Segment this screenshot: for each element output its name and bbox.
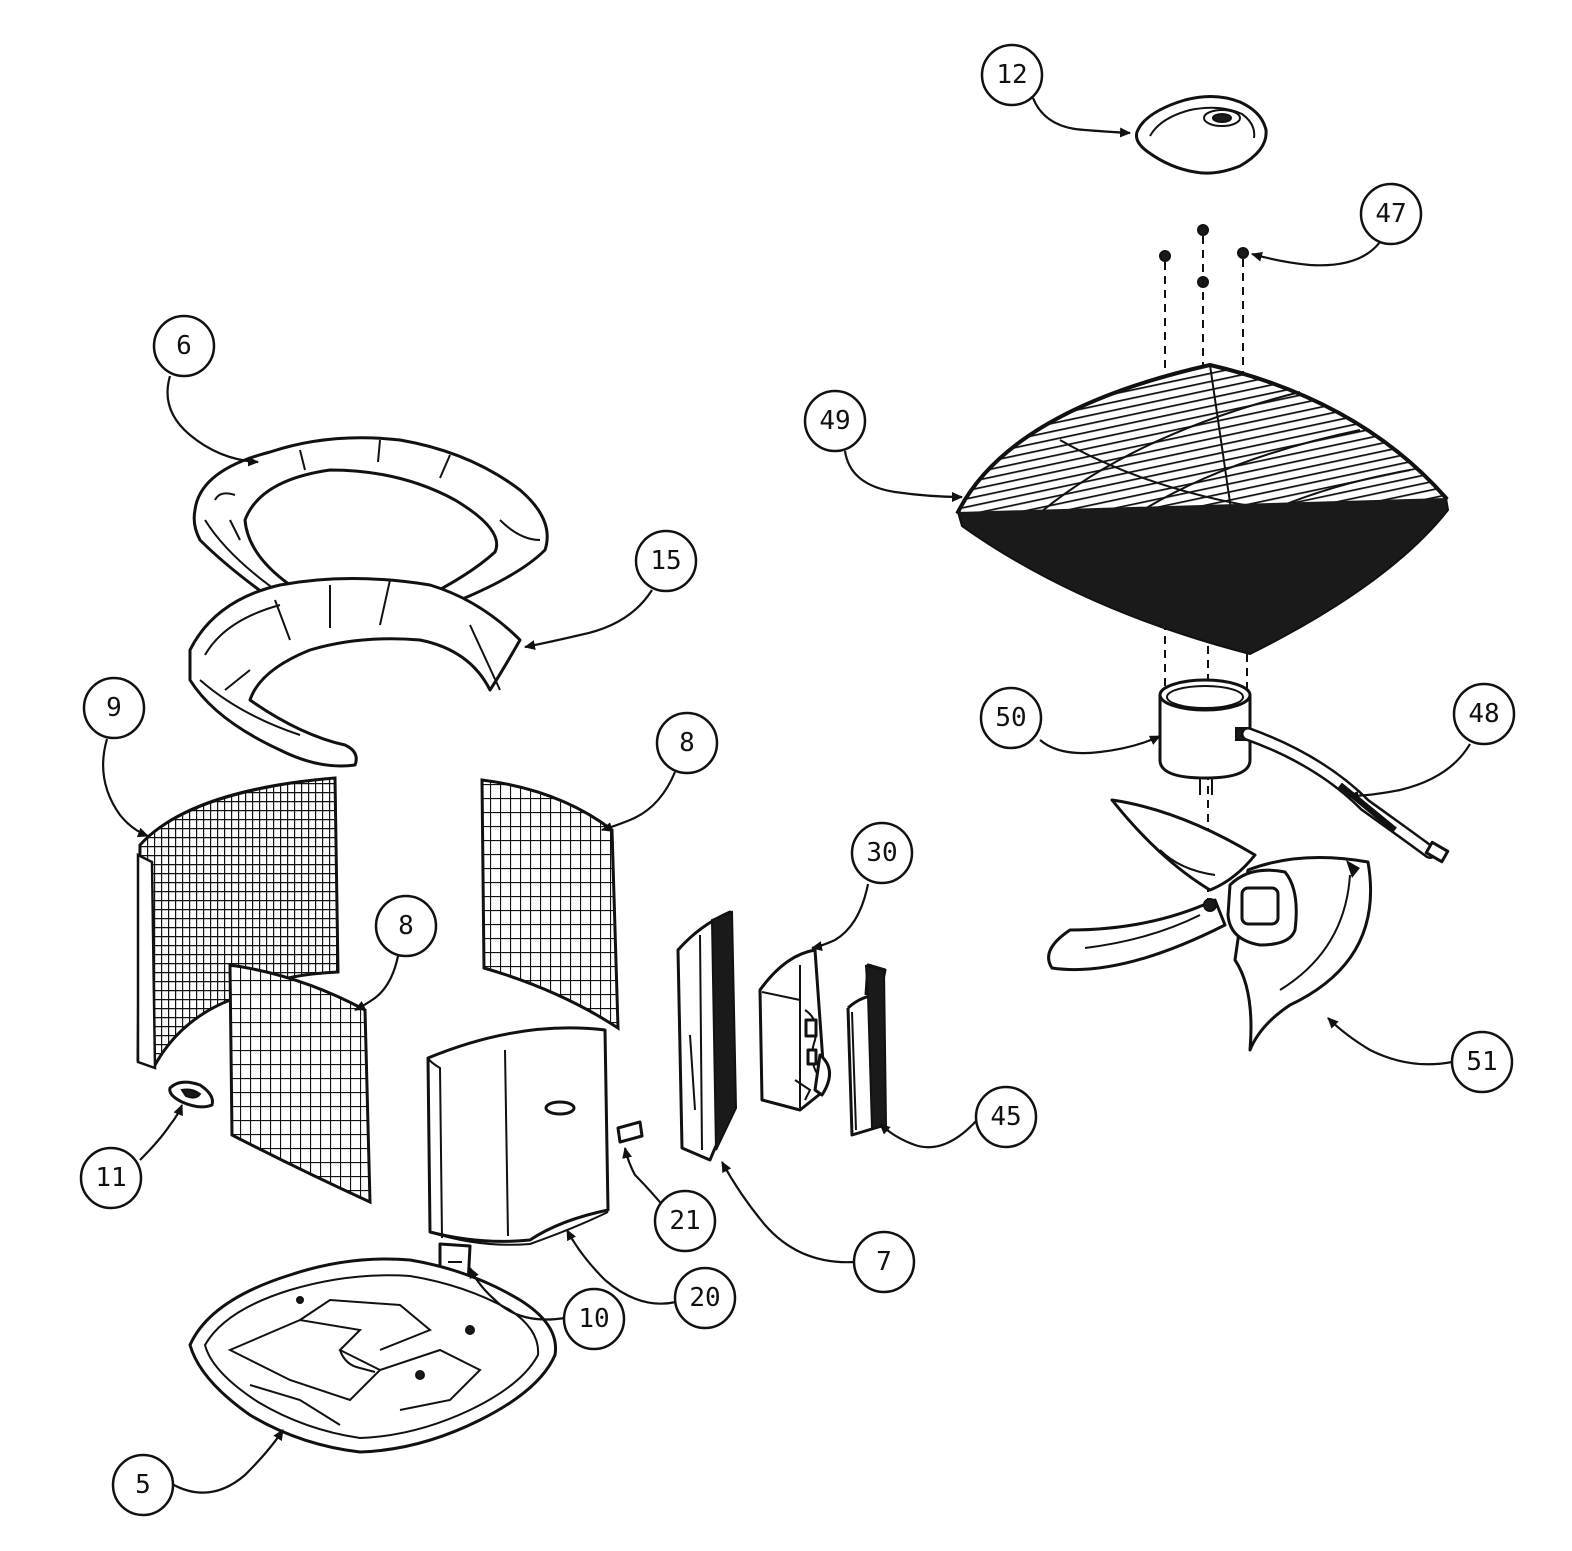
callout-50: 50 [979,686,1043,750]
callout-47: 47 [1359,182,1423,246]
svg-text:5: 5 [135,1470,151,1500]
callout-8-lower: 8 [374,894,438,958]
svg-text:21: 21 [669,1206,700,1236]
callout-10: 10 [562,1287,626,1351]
svg-text:7: 7 [876,1247,892,1277]
callout-7: 7 [852,1230,916,1294]
callout-bubbles: 12 47 6 49 15 9 8 50 48 30 8 51 45 11 21… [79,43,1516,1517]
small-tab-part [616,1120,644,1144]
corner-coil-part [136,776,340,1070]
callout-30: 30 [850,821,914,885]
svg-text:10: 10 [578,1304,609,1334]
control-box-part [758,948,831,1112]
svg-text:20: 20 [689,1283,720,1313]
callout-45: 45 [974,1085,1038,1149]
top-cap-part [1135,95,1268,175]
fan-motor-part [1158,678,1252,795]
coil-guard-panel-lower [228,963,372,1205]
callout-48: 48 [1452,682,1516,746]
callout-49: 49 [803,389,867,453]
coil-guard-panel-upper [480,778,620,1031]
svg-text:45: 45 [990,1102,1021,1132]
base-pan-part [188,1257,558,1454]
leader-lines [102,97,1471,1494]
fan-blade-part [1047,798,1373,1052]
callout-9: 9 [82,676,146,740]
svg-text:8: 8 [398,911,414,941]
svg-text:49: 49 [819,406,850,436]
svg-text:30: 30 [866,838,897,868]
side-access-panel-part [846,963,888,1137]
motor-cable-part [1241,727,1450,864]
small-plate-part [168,1080,214,1109]
orifice-ring-part [188,577,522,768]
callout-11: 11 [79,1146,143,1210]
callout-8-upper: 8 [655,711,719,775]
callout-12: 12 [980,43,1044,107]
svg-text:48: 48 [1468,699,1499,729]
svg-text:11: 11 [95,1163,126,1193]
svg-text:50: 50 [995,703,1026,733]
svg-text:47: 47 [1375,199,1406,229]
callout-15: 15 [634,529,698,593]
callout-5: 5 [111,1453,175,1517]
svg-text:12: 12 [996,60,1027,90]
callout-51: 51 [1450,1030,1514,1094]
corner-post-part [676,910,738,1162]
callout-6: 6 [152,314,216,378]
svg-text:8: 8 [679,728,695,758]
svg-text:51: 51 [1466,1047,1497,1077]
svg-text:9: 9 [106,693,122,723]
fan-grille-part [955,362,1450,656]
service-panel-part [426,1026,610,1246]
callout-21: 21 [653,1189,717,1253]
svg-text:6: 6 [176,331,192,361]
svg-text:15: 15 [650,546,681,576]
callout-20: 20 [673,1266,737,1330]
